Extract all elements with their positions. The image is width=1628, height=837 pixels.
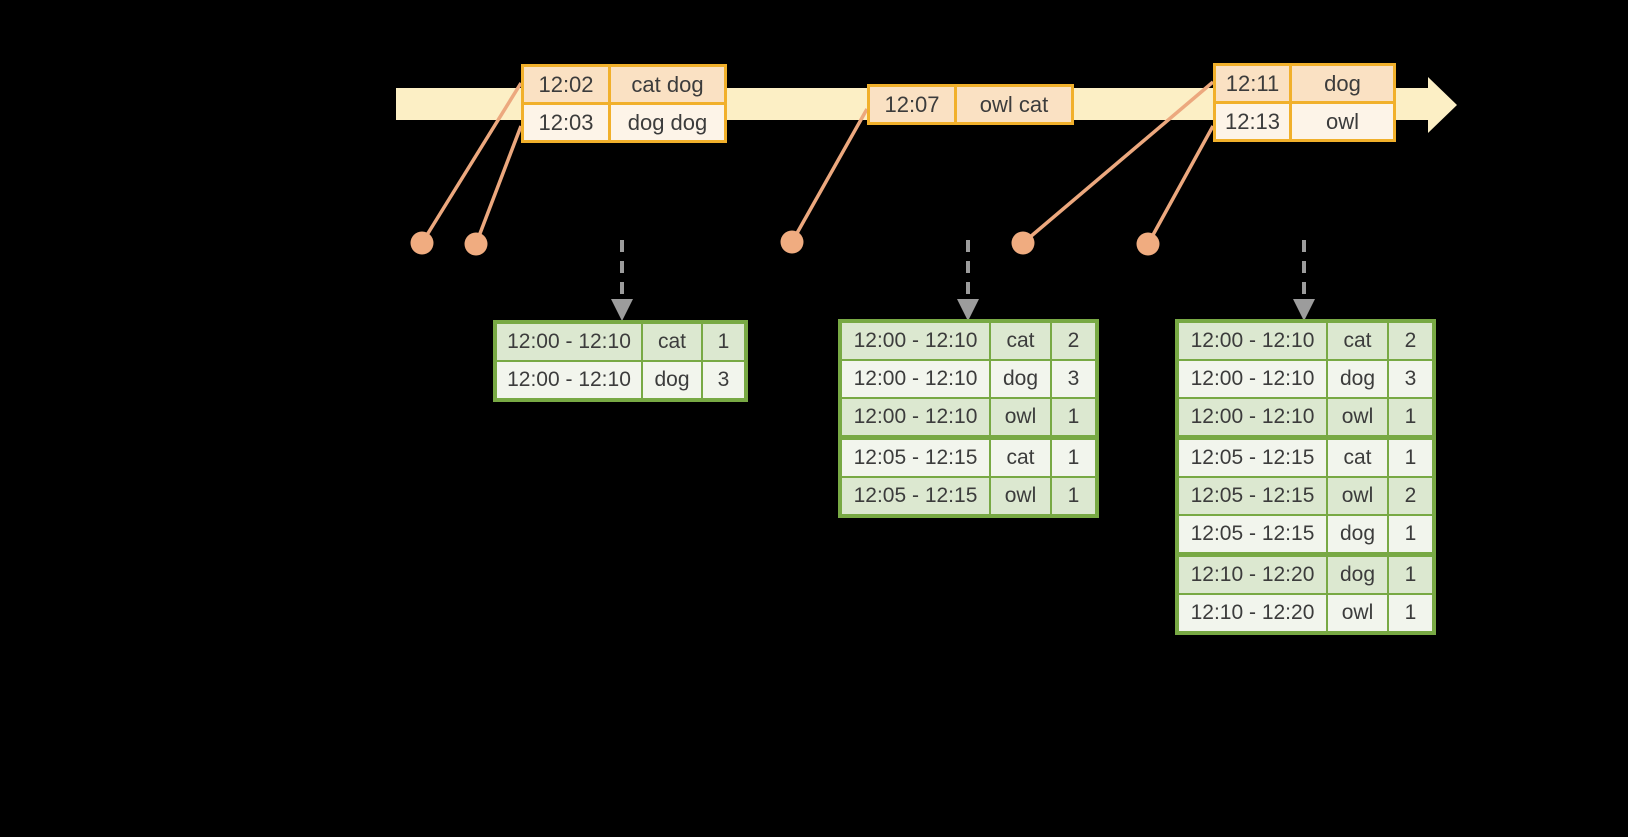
word-cell: dog <box>1328 361 1387 397</box>
event-words-cell: dog <box>1292 66 1393 101</box>
window-cell: 12:05 - 12:15 <box>1179 516 1326 552</box>
event-words-cell: owl <box>1292 104 1393 139</box>
connector-line <box>474 125 523 245</box>
count-cell: 1 <box>1389 516 1432 552</box>
event-words-cell: owl cat <box>957 87 1071 122</box>
result-table-3: 12:00 - 12:10 cat 2 12:00 - 12:10 dog 3 … <box>1175 319 1436 635</box>
event-time-cell: 12:03 <box>524 105 608 140</box>
result-row: 12:00 - 12:10 dog 3 <box>1179 361 1432 397</box>
word-cell: owl <box>1328 399 1387 435</box>
event-dot <box>410 231 434 255</box>
window-cell: 12:00 - 12:10 <box>497 324 641 360</box>
event-time-cell: 12:13 <box>1216 104 1289 139</box>
word-cell: owl <box>991 399 1050 435</box>
result-row: 12:00 - 12:10 owl 1 <box>842 399 1095 435</box>
event-time-cell: 12:07 <box>870 87 954 122</box>
count-cell: 3 <box>1052 361 1095 397</box>
event-table-2: 12:07 owl cat <box>867 84 1074 125</box>
result-row: 12:05 - 12:15 owl 1 <box>842 478 1095 514</box>
count-cell: 1 <box>1052 478 1095 514</box>
word-cell: cat <box>643 324 701 360</box>
timeline-arrowhead-icon <box>1428 77 1457 133</box>
count-cell: 3 <box>703 362 744 398</box>
event-row: 12:11 dog <box>1216 66 1393 101</box>
count-cell: 1 <box>1389 595 1432 631</box>
window-cell: 12:00 - 12:10 <box>1179 323 1326 359</box>
result-row: 12:00 - 12:10 cat 1 <box>497 324 744 360</box>
result-table-2: 12:00 - 12:10 cat 2 12:00 - 12:10 dog 3 … <box>838 319 1099 518</box>
result-table-1: 12:00 - 12:10 cat 1 12:00 - 12:10 dog 3 <box>493 320 748 402</box>
connector-line <box>1021 80 1215 245</box>
window-cell: 12:00 - 12:10 <box>497 362 641 398</box>
window-cell: 12:10 - 12:20 <box>1179 557 1326 593</box>
count-cell: 2 <box>1389 323 1432 359</box>
result-row: 12:05 - 12:15 dog 1 <box>1179 516 1432 552</box>
connector-line <box>790 108 869 243</box>
word-cell: cat <box>1328 323 1387 359</box>
event-row: 12:13 owl <box>1216 104 1393 139</box>
event-row: 12:02 cat dog <box>524 67 724 102</box>
trigger-arrowhead-icon <box>957 299 979 321</box>
result-row: 12:10 - 12:20 owl 1 <box>1179 595 1432 631</box>
result-row: 12:00 - 12:10 cat 2 <box>1179 323 1432 359</box>
window-cell: 12:00 - 12:10 <box>842 399 989 435</box>
word-cell: owl <box>1328 478 1387 514</box>
event-dot <box>1136 232 1160 256</box>
result-row: 12:05 - 12:15 cat 1 <box>842 440 1095 476</box>
event-dot <box>1011 231 1035 255</box>
count-cell: 1 <box>1389 440 1432 476</box>
result-row: 12:00 - 12:10 owl 1 <box>1179 399 1432 435</box>
result-row: 12:05 - 12:15 owl 2 <box>1179 478 1432 514</box>
connector-line <box>420 82 523 244</box>
result-row: 12:00 - 12:10 cat 2 <box>842 323 1095 359</box>
count-cell: 1 <box>703 324 744 360</box>
event-row: 12:07 owl cat <box>870 87 1071 122</box>
word-cell: cat <box>991 323 1050 359</box>
result-row: 12:10 - 12:20 dog 1 <box>1179 557 1432 593</box>
event-dot <box>464 232 488 256</box>
event-words-cell: cat dog <box>611 67 724 102</box>
trigger-arrowhead-icon <box>611 299 633 321</box>
event-table-1: 12:02 cat dog 12:03 dog dog <box>521 64 727 143</box>
event-time-cell: 12:02 <box>524 67 608 102</box>
count-cell: 1 <box>1052 399 1095 435</box>
word-cell: owl <box>991 478 1050 514</box>
window-cell: 12:05 - 12:15 <box>842 478 989 514</box>
event-table-3: 12:11 dog 12:13 owl <box>1213 63 1396 142</box>
event-row: 12:03 dog dog <box>524 105 724 140</box>
result-row: 12:00 - 12:10 dog 3 <box>842 361 1095 397</box>
word-cell: dog <box>1328 516 1387 552</box>
window-cell: 12:05 - 12:15 <box>842 440 989 476</box>
window-cell: 12:00 - 12:10 <box>842 361 989 397</box>
window-cell: 12:10 - 12:20 <box>1179 595 1326 631</box>
word-cell: cat <box>1328 440 1387 476</box>
count-cell: 3 <box>1389 361 1432 397</box>
word-cell: owl <box>1328 595 1387 631</box>
count-cell: 1 <box>1052 440 1095 476</box>
count-cell: 1 <box>1389 399 1432 435</box>
word-cell: cat <box>991 440 1050 476</box>
trigger-arrowhead-icon <box>1293 299 1315 321</box>
trigger-arrows <box>611 240 1315 321</box>
count-cell: 2 <box>1389 478 1432 514</box>
count-cell: 2 <box>1052 323 1095 359</box>
window-cell: 12:00 - 12:10 <box>842 323 989 359</box>
result-row: 12:00 - 12:10 dog 3 <box>497 362 744 398</box>
word-cell: dog <box>643 362 701 398</box>
window-cell: 12:00 - 12:10 <box>1179 399 1326 435</box>
event-dot <box>780 230 804 254</box>
count-cell: 1 <box>1389 557 1432 593</box>
window-cell: 12:00 - 12:10 <box>1179 361 1326 397</box>
window-cell: 12:05 - 12:15 <box>1179 440 1326 476</box>
connector-lines <box>420 80 1215 245</box>
word-cell: dog <box>991 361 1050 397</box>
event-words-cell: dog dog <box>611 105 724 140</box>
connector-line <box>1146 125 1215 245</box>
event-time-cell: 12:11 <box>1216 66 1289 101</box>
word-cell: dog <box>1328 557 1387 593</box>
window-cell: 12:05 - 12:15 <box>1179 478 1326 514</box>
arrival-dots <box>410 230 1160 256</box>
result-row: 12:05 - 12:15 cat 1 <box>1179 440 1432 476</box>
